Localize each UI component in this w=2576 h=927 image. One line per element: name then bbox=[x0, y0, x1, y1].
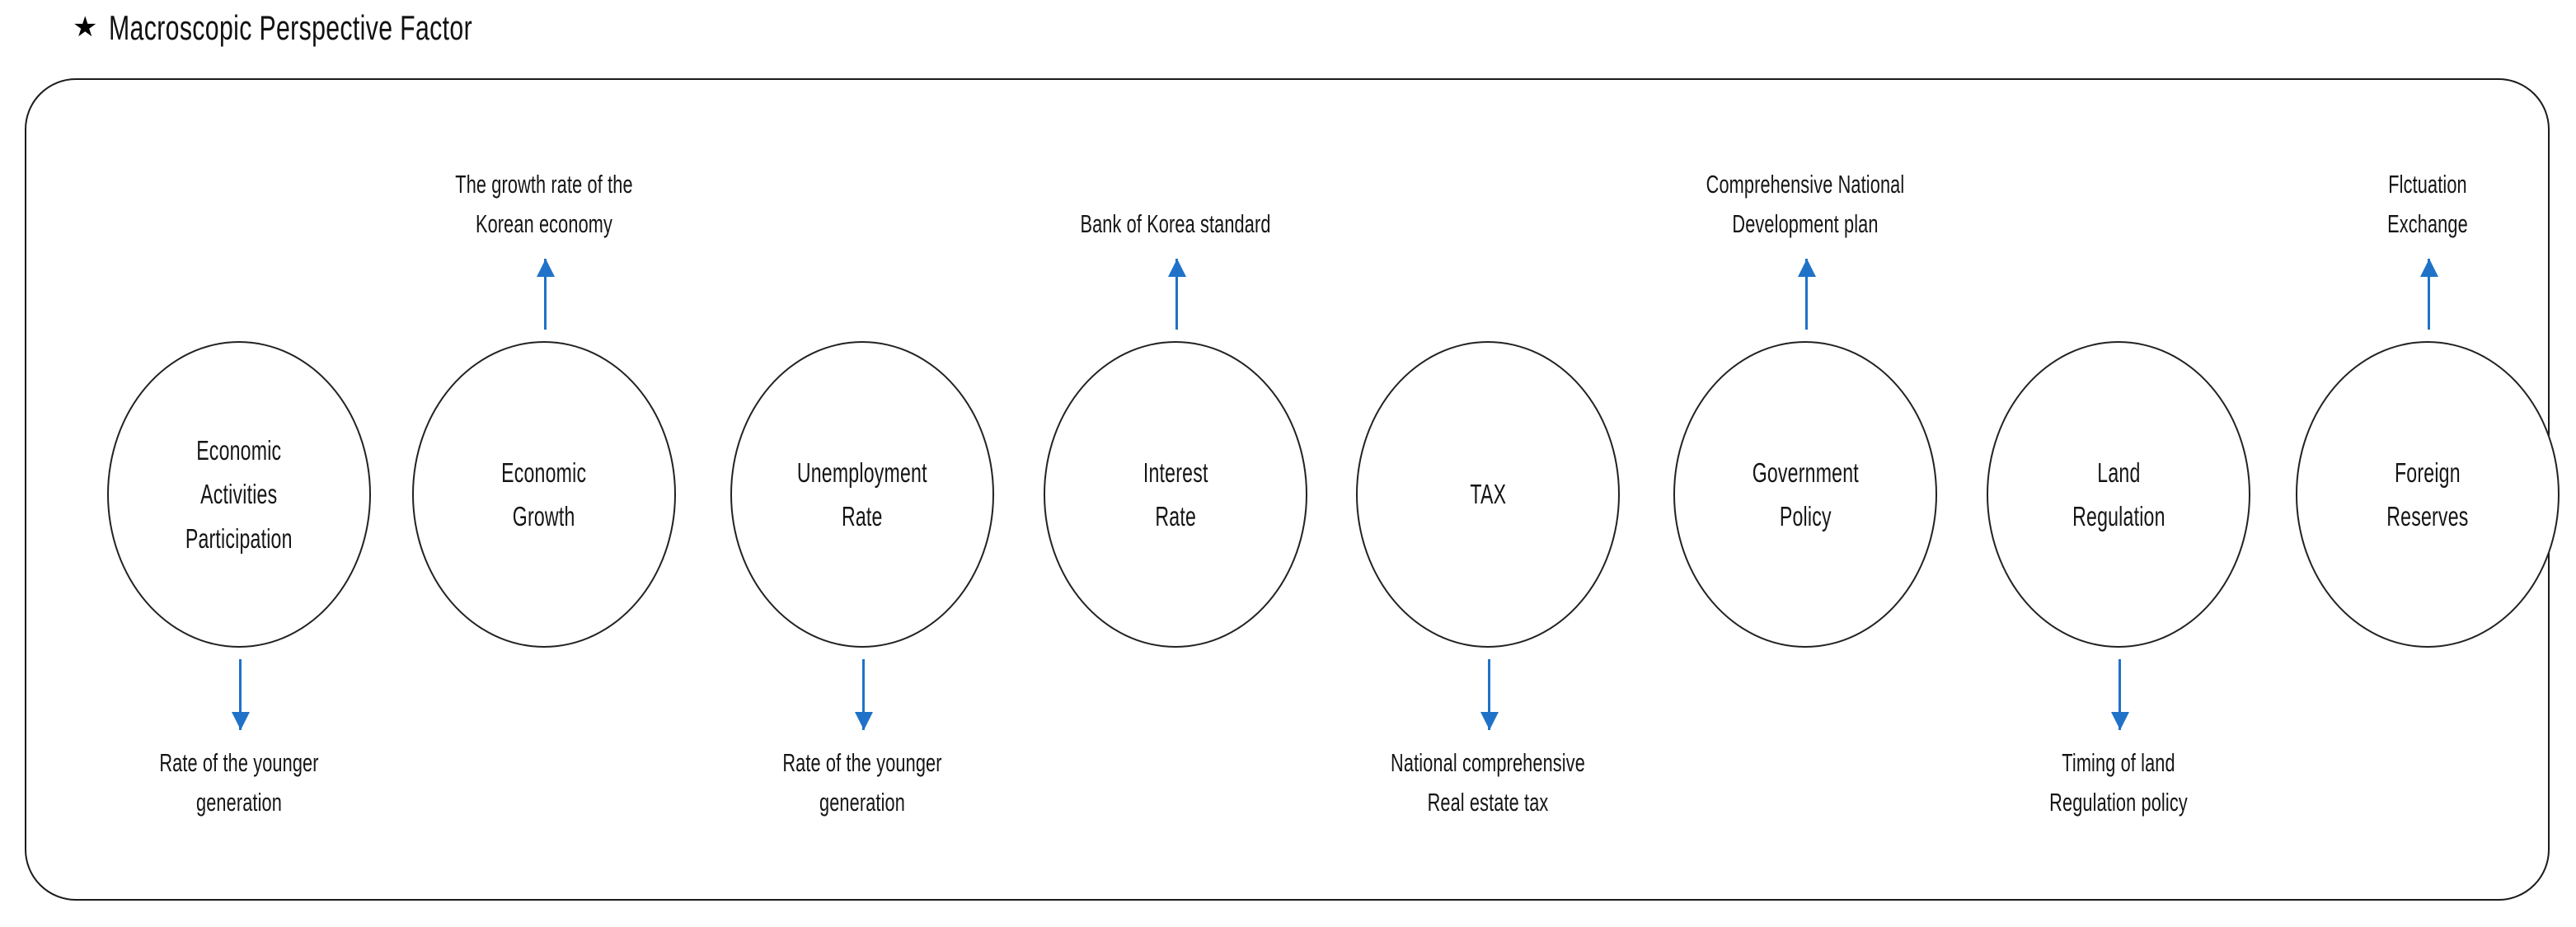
node-label-interest-rate: Interest Rate bbox=[1143, 456, 1208, 531]
arrow-head-down-icon bbox=[2111, 712, 2129, 730]
node-caption-government-policy: Comprehensive National Development plan bbox=[1706, 170, 1905, 239]
node-label-government-policy: Government Policy bbox=[1752, 456, 1859, 531]
node-caption-foreign-reserves: Flctuation Exchange bbox=[2387, 170, 2468, 239]
node-label-tax: TAX bbox=[1470, 479, 1506, 510]
arrow-shaft bbox=[1488, 659, 1490, 730]
node-label-economic-growth: Economic Growth bbox=[501, 456, 587, 531]
node-label-unemployment-rate: Unemployment Rate bbox=[797, 456, 927, 531]
arrow-head-up-icon bbox=[1798, 259, 1816, 277]
arrow-shaft bbox=[1175, 259, 1178, 330]
node-label-economic-activities-participation: Economic Activities Participation bbox=[185, 434, 293, 554]
node-circle-interest-rate[interactable]: Interest Rate bbox=[1044, 341, 1307, 648]
node-circle-tax[interactable]: TAX bbox=[1356, 341, 1620, 648]
node-circle-unemployment-rate[interactable]: Unemployment Rate bbox=[730, 341, 994, 648]
node-circle-government-policy[interactable]: Government Policy bbox=[1673, 341, 1937, 648]
node-circle-land-regulation[interactable]: Land Regulation bbox=[1987, 341, 2250, 648]
node-caption-tax: National comprehensive Real estate tax bbox=[1391, 748, 1585, 817]
arrow-shaft bbox=[862, 659, 865, 730]
arrow-shaft bbox=[544, 259, 547, 330]
page-title-label: Macroscopic Perspective Factor bbox=[109, 8, 473, 47]
arrow-head-up-icon bbox=[2420, 259, 2438, 277]
page-title: ★ Macroscopic Perspective Factor bbox=[73, 5, 614, 51]
node-label-land-regulation: Land Regulation bbox=[2072, 456, 2165, 531]
arrow-head-up-icon bbox=[537, 259, 555, 277]
arrow-head-down-icon bbox=[855, 712, 873, 730]
node-circle-foreign-reserves[interactable]: Foreign Reserves bbox=[2296, 341, 2560, 648]
node-caption-economic-growth: The growth rate of the Korean economy bbox=[455, 170, 633, 239]
node-circle-economic-growth[interactable]: Economic Growth bbox=[412, 341, 676, 648]
arrow-head-down-icon bbox=[232, 712, 250, 730]
arrow-head-down-icon bbox=[1480, 712, 1499, 730]
arrow-head-up-icon bbox=[1168, 259, 1186, 277]
arrow-shaft bbox=[2119, 659, 2121, 730]
node-label-foreign-reserves: Foreign Reserves bbox=[2386, 456, 2469, 531]
node-caption-interest-rate: Bank of Korea standard bbox=[1080, 209, 1271, 238]
node-caption-unemployment-rate: Rate of the younger generation bbox=[782, 748, 942, 817]
arrow-shaft bbox=[2428, 259, 2430, 330]
node-circle-economic-activities-participation[interactable]: Economic Activities Participation bbox=[107, 341, 371, 648]
arrow-shaft bbox=[239, 659, 242, 730]
star-icon: ★ bbox=[73, 12, 98, 43]
arrow-shaft bbox=[1805, 259, 1808, 330]
node-caption-land-regulation: Timing of land Regulation policy bbox=[2049, 748, 2188, 817]
node-caption-economic-activities-participation: Rate of the younger generation bbox=[159, 748, 319, 817]
